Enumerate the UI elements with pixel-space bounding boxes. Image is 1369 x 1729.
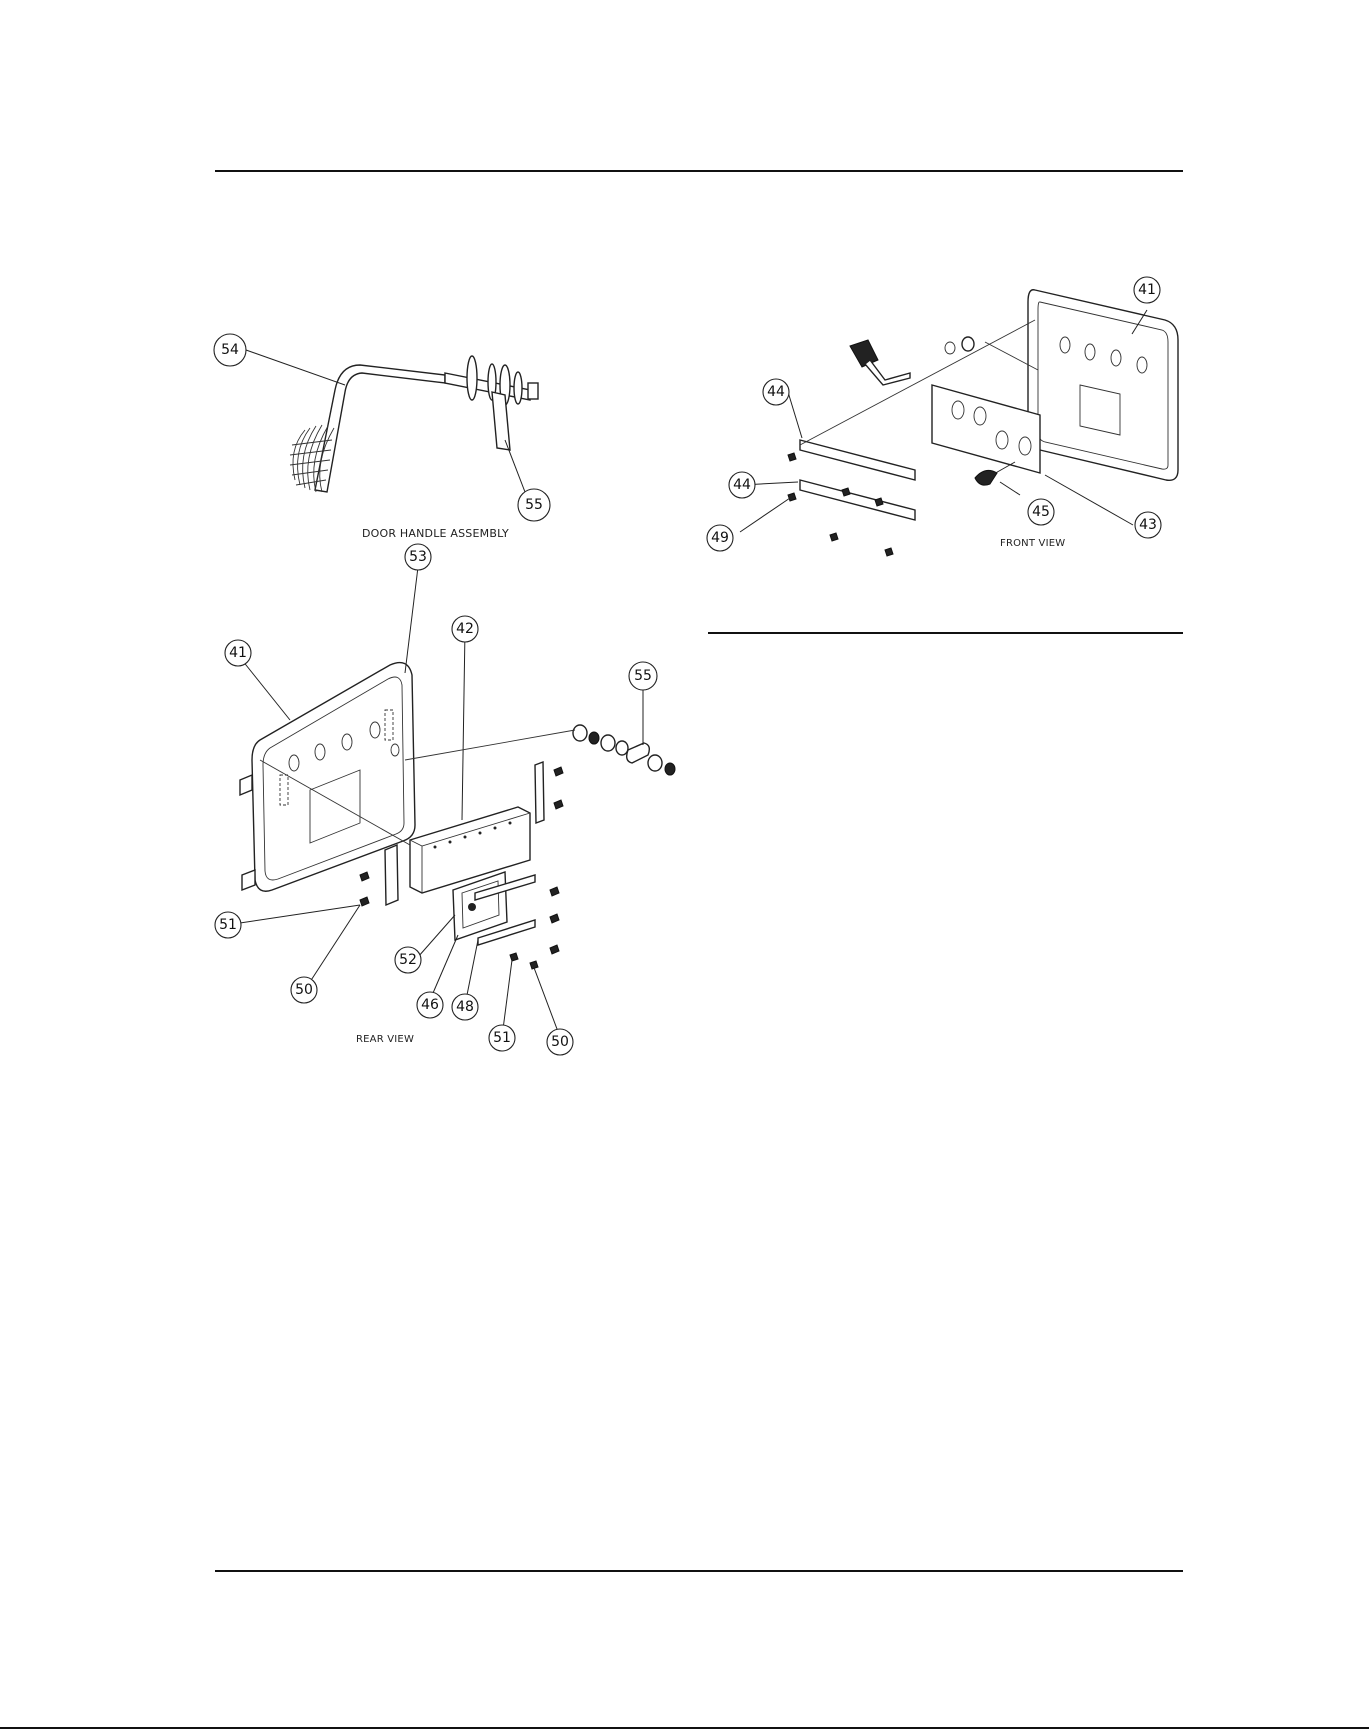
- front-view-bottom-rule: [708, 632, 1183, 634]
- callout-51-left: 51: [215, 912, 241, 938]
- front-view-diagram: 41 44 44 49 45 43: [700, 270, 1190, 570]
- svg-text:49: 49: [711, 530, 729, 546]
- door-handle-assembly-diagram: 54 55: [200, 280, 680, 540]
- svg-text:54: 54: [221, 342, 239, 358]
- svg-text:41: 41: [229, 645, 247, 661]
- svg-text:45: 45: [1032, 504, 1050, 520]
- svg-text:46: 46: [421, 997, 439, 1013]
- svg-text:50: 50: [295, 982, 313, 998]
- header-rule: [215, 170, 1183, 172]
- callout-45: 45: [1028, 499, 1054, 525]
- rear-view-diagram: 53 41 42 55 51 52 50 46 48 51 50: [200, 545, 690, 1055]
- callout-46: 46: [417, 992, 443, 1018]
- callout-53: 53: [405, 544, 431, 570]
- door-handle-assembly-caption: DOOR HANDLE ASSEMBLY: [362, 527, 509, 540]
- callout-54: 54: [214, 334, 246, 366]
- callout-41-front: 41: [1134, 277, 1160, 303]
- callout-55: 55: [518, 489, 550, 521]
- svg-text:44: 44: [733, 477, 751, 493]
- rear-view-caption: REAR VIEW: [356, 1034, 414, 1045]
- callout-50-right: 50: [547, 1029, 573, 1055]
- callout-44-lower: 44: [729, 472, 755, 498]
- callout-55-rear: 55: [629, 662, 657, 690]
- svg-text:51: 51: [219, 917, 237, 933]
- svg-text:44: 44: [767, 384, 785, 400]
- svg-text:55: 55: [634, 668, 652, 684]
- svg-text:42: 42: [456, 621, 474, 637]
- front-view-caption: FRONT VIEW: [1000, 538, 1065, 549]
- callout-44-upper: 44: [763, 379, 789, 405]
- svg-text:41: 41: [1138, 282, 1156, 298]
- callout-51-right: 51: [489, 1025, 515, 1051]
- svg-text:48: 48: [456, 999, 474, 1015]
- callout-48: 48: [452, 994, 478, 1020]
- svg-text:52: 52: [399, 952, 417, 968]
- callout-41-rear: 41: [225, 640, 251, 666]
- svg-text:55: 55: [525, 497, 543, 513]
- callout-42: 42: [452, 616, 478, 642]
- callout-50-left: 50: [291, 977, 317, 1003]
- callout-49: 49: [707, 525, 733, 551]
- footer-rule: [215, 1570, 1183, 1572]
- callout-52: 52: [395, 947, 421, 973]
- svg-text:53: 53: [409, 549, 427, 565]
- svg-text:51: 51: [493, 1030, 511, 1046]
- callout-43: 43: [1135, 512, 1161, 538]
- svg-text:50: 50: [551, 1034, 569, 1050]
- svg-text:43: 43: [1139, 517, 1157, 533]
